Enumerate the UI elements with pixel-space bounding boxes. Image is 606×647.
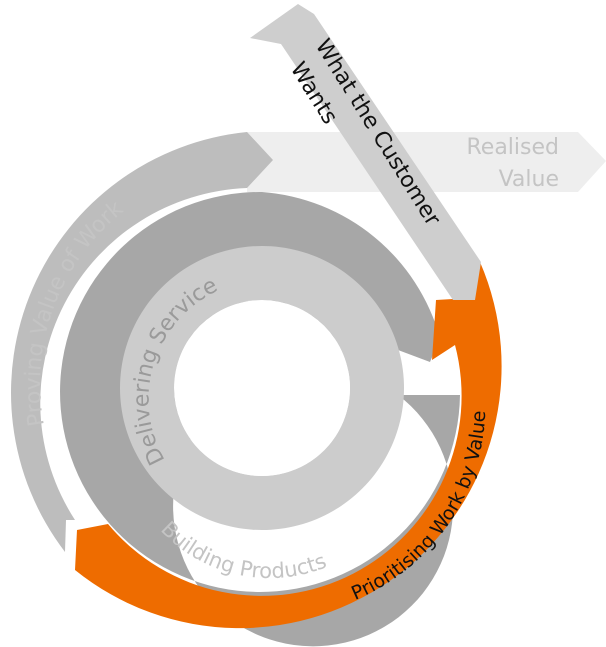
what-customer-wants-arrow (250, 4, 481, 300)
delivering-service-band (120, 246, 405, 530)
center-hub (174, 300, 350, 476)
realised-value-label-line2: Value (499, 167, 559, 192)
realised-value-label-line1: Realised (466, 135, 559, 160)
proving-value-band (11, 132, 273, 552)
realised-value-arrow (247, 132, 606, 192)
prioritising-work-band (75, 262, 502, 629)
